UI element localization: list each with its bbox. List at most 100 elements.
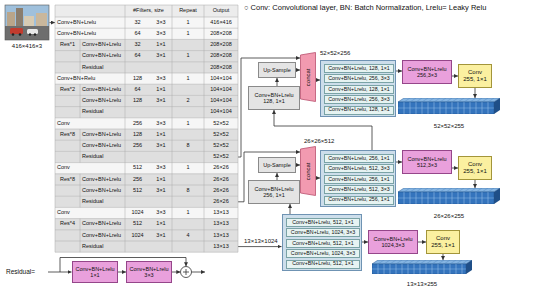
table-rule bbox=[80, 62, 81, 73]
table-cell-text: 128 bbox=[125, 95, 150, 106]
table-rule bbox=[55, 50, 238, 51]
concat-shape: concat bbox=[300, 146, 316, 196]
table-cell-text: 3×3 bbox=[150, 17, 172, 28]
image-road bbox=[5, 26, 49, 40]
node-text: Conv+BN+Lrelu 1×1 bbox=[75, 266, 115, 278]
table-rule bbox=[55, 61, 238, 62]
table-rule bbox=[80, 185, 81, 196]
table-cell-text: 8 bbox=[172, 185, 204, 196]
node-text: Conv+BN+Lrelu 512,3×3 bbox=[405, 156, 449, 168]
stack-layer: Conv+BN+Lrelu, 128, 1×1 bbox=[324, 85, 394, 94]
residual-label: Residual= bbox=[4, 267, 46, 277]
table-cell-text: 208×208 bbox=[204, 51, 238, 62]
table-cell-text: 3×1 bbox=[150, 95, 172, 106]
table-cell-text: 1 bbox=[172, 163, 204, 174]
node-text: Conv+BN+Lrelu 1024,3×3 bbox=[371, 236, 415, 248]
table-cell-text: 13×13 bbox=[204, 219, 238, 230]
table-cell-text: 3×1 bbox=[150, 230, 172, 241]
flow-arrow bbox=[277, 78, 278, 86]
table-cell-text: Residual bbox=[80, 107, 125, 118]
table-cell-text: Conv bbox=[55, 118, 125, 129]
table-cell-text: 256 bbox=[125, 140, 150, 151]
dimension-label: 416×416×3 bbox=[5, 41, 49, 50]
node-text: concat bbox=[305, 162, 312, 180]
flow-arrow bbox=[296, 70, 300, 71]
table-rule bbox=[55, 39, 238, 40]
node-text: Conv+BN+Lrelu, 512, 1×1 bbox=[292, 261, 353, 266]
table-row bbox=[55, 51, 238, 62]
table-rule bbox=[55, 252, 238, 253]
tensor-size: 52×52×255 bbox=[398, 123, 500, 130]
table-row bbox=[55, 230, 238, 241]
table-rule bbox=[55, 129, 238, 130]
flow-arrow bbox=[475, 88, 476, 98]
table-cell-text: 512 bbox=[125, 185, 150, 196]
conv-box: Conv+BN+Lrelu 3×3 bbox=[126, 261, 172, 283]
table-cell-text: 64 bbox=[125, 28, 150, 39]
table-cell-text: 256 bbox=[125, 118, 150, 129]
image-building bbox=[36, 13, 47, 27]
table-rule bbox=[55, 84, 238, 85]
stack-layer: Conv+BN+Lrelu, 512, 3×3 bbox=[324, 164, 394, 173]
flow-arrow bbox=[118, 272, 126, 273]
table-cell-text: 128 bbox=[125, 129, 150, 140]
route-line bbox=[238, 246, 282, 247]
table-cell-text: Conv+BN+Lrelu bbox=[80, 230, 125, 241]
table-header: Output bbox=[204, 5, 238, 17]
table-cell-text: Conv+BN+Lrelu bbox=[55, 17, 125, 28]
conv-box: Conv+BN+Lrelu 256,3×3 bbox=[402, 60, 452, 84]
table-rule bbox=[55, 207, 238, 208]
table-cell-text: 3×3 bbox=[150, 207, 172, 218]
table-cell-text: 104×104 bbox=[204, 84, 238, 95]
image-car bbox=[10, 28, 23, 34]
table-cell-text: Conv bbox=[55, 207, 125, 218]
table-cell-text: Conv+BN+Lrelu bbox=[80, 140, 125, 151]
table-cell-text: Conv+BN+Lrelu bbox=[80, 51, 125, 62]
tensor-bar bbox=[398, 188, 500, 204]
image-building bbox=[16, 8, 23, 27]
table-rule bbox=[80, 39, 81, 50]
table-cell-text: 512 bbox=[125, 163, 150, 174]
residual-output bbox=[192, 272, 206, 273]
table-rule bbox=[55, 17, 238, 18]
node-text: Conv+BN+Lrelu, 512, 1×1 bbox=[292, 220, 353, 225]
table-rule bbox=[55, 106, 238, 107]
table-cell-text: 52×52 bbox=[204, 129, 238, 140]
legend-note: ○ Conv: Convolutional layer, BN: Batch N… bbox=[242, 2, 545, 13]
table-cell-text: 3×1 bbox=[150, 140, 172, 151]
table-cell-text: 104×104 bbox=[204, 107, 238, 118]
table-cell-text: 13×13 bbox=[204, 207, 238, 218]
node-text: Conv 255, 1×1 bbox=[463, 161, 487, 174]
node-text: Conv+BN+Lrelu, 256, 3×3 bbox=[328, 97, 389, 102]
table-cell-text: 104×104 bbox=[204, 95, 238, 106]
table-cell-text: Conv+BN+Lrelu bbox=[80, 174, 125, 185]
table-cell-text: 1×1 bbox=[150, 219, 172, 230]
node-text: Up-Sample bbox=[263, 67, 291, 73]
table-rule bbox=[80, 140, 81, 151]
table-cell-text: Residual bbox=[80, 151, 125, 162]
table-cell-text: 26×26 bbox=[204, 196, 238, 207]
node-text: Conv 255, 1×1 bbox=[463, 69, 487, 82]
table-cell-text: Residual bbox=[80, 62, 125, 73]
stack-layer: Conv+BN+Lrelu, 256, 1×1 bbox=[324, 154, 394, 163]
table-cell-text: 3×3 bbox=[150, 163, 172, 174]
stack-layer: Conv+BN+Lrelu, 256, 1×1 bbox=[324, 175, 394, 184]
stack-layer: Conv+BN+Lrelu, 512, 3×3 bbox=[324, 185, 394, 194]
table-rule bbox=[55, 173, 238, 174]
table-cell-text: Res*8 bbox=[55, 129, 80, 140]
table-rule bbox=[80, 129, 81, 140]
table-cell-text: 1×1 bbox=[150, 129, 172, 140]
table-row bbox=[55, 196, 238, 207]
table-rule bbox=[80, 219, 81, 230]
table-rule bbox=[55, 229, 238, 230]
table-rule bbox=[55, 196, 238, 197]
table-cell-text: 3×3 bbox=[150, 118, 172, 129]
table-cell-text: 3×3 bbox=[150, 28, 172, 39]
table-cell-text: Residual bbox=[80, 196, 125, 207]
table-cell-text: Conv+BN+Lrelu bbox=[80, 39, 125, 50]
table-cell-text: Res*8 bbox=[55, 174, 80, 185]
table-row bbox=[55, 39, 238, 50]
table-rule bbox=[80, 84, 81, 95]
table-header: #Filters, size bbox=[125, 5, 172, 17]
